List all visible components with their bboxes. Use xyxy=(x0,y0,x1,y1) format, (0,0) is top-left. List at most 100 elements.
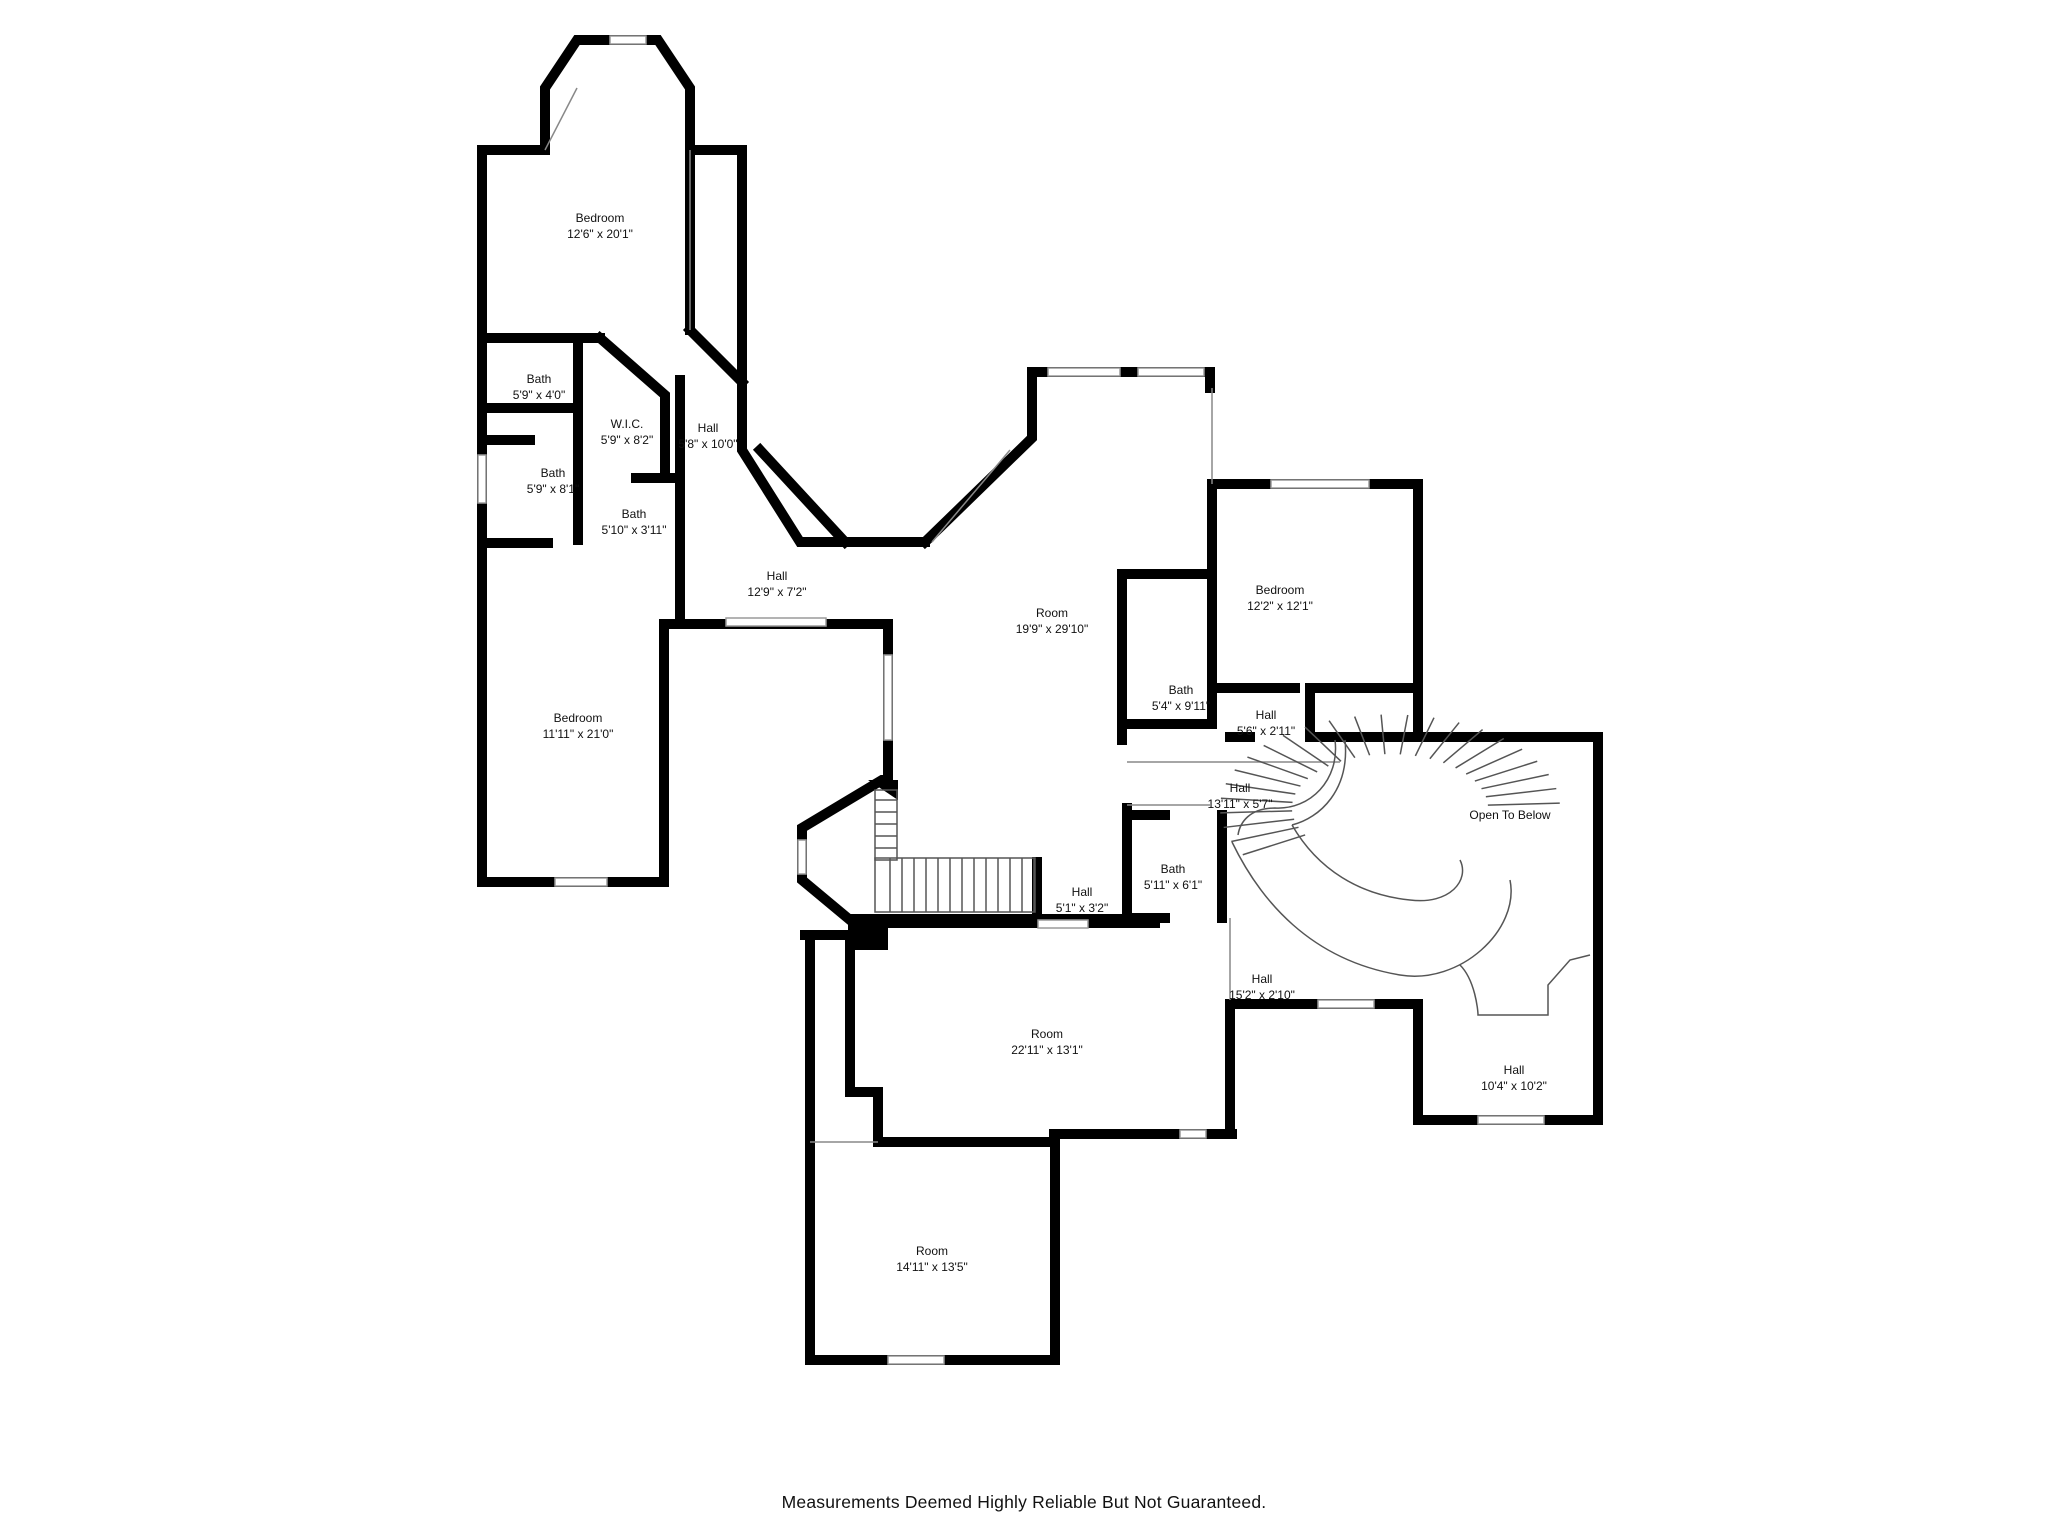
stair-tread xyxy=(1474,760,1538,782)
stair-tread xyxy=(1399,714,1409,755)
window xyxy=(1037,919,1089,929)
room-size: 14'11" x 13'5" xyxy=(896,1260,968,1274)
room-name: Room xyxy=(1031,1027,1063,1041)
stair-tread xyxy=(1481,773,1549,790)
wall-room-s xyxy=(845,930,1059,1147)
stair-tread xyxy=(1220,810,1293,814)
room-label-wic: W.I.C. 5'9" x 8'2" xyxy=(601,417,653,447)
room-label-room-sw: Room 14'11" x 13'5" xyxy=(896,1244,968,1274)
room-label-hall-3: Hall 5'6" x 2'11" xyxy=(1237,708,1295,738)
room-label-bedroom-w: Bedroom 11'11" x 21'0" xyxy=(543,711,614,741)
disclaimer-text: Measurements Deemed Highly Reliable But … xyxy=(782,1492,1267,1512)
room-name: Bath xyxy=(622,507,647,521)
room-size: 5'4" x 9'11" xyxy=(1152,699,1210,713)
wall-diag-thick xyxy=(752,442,853,550)
room-size: 5'9" x 8'1" xyxy=(527,482,579,496)
room-size: 5'11" x 6'1" xyxy=(1144,878,1202,892)
room-name: Hall xyxy=(1256,708,1277,722)
stair-tread xyxy=(1380,714,1386,755)
window xyxy=(797,839,807,875)
stair-tread xyxy=(1304,726,1342,762)
stair-tread xyxy=(1414,717,1435,757)
window xyxy=(1477,1115,1545,1125)
stair-tread xyxy=(1234,769,1301,787)
window xyxy=(887,1355,945,1365)
room-size: 15'2" x 2'10" xyxy=(1229,988,1295,1002)
stair-tread xyxy=(1247,756,1309,780)
room-name: Bedroom xyxy=(554,711,603,725)
room-name: Hall xyxy=(1072,885,1093,899)
window xyxy=(477,454,487,504)
room-label-bedroom-e: Bedroom 12'2" x 12'1" xyxy=(1247,583,1313,613)
window xyxy=(1317,999,1375,1009)
room-label-room-main: Room 19'9" x 29'10" xyxy=(1016,606,1089,636)
room-size: 13'11" x 5'7" xyxy=(1208,797,1273,811)
stair-tread xyxy=(1231,826,1299,843)
room-name: Bath xyxy=(1169,683,1194,697)
room-name: Bath xyxy=(1161,862,1186,876)
room-size: 11'11" x 21'0" xyxy=(543,727,614,741)
room-size: 10'4" x 10'2" xyxy=(1481,1079,1547,1093)
wall-bedroom-nw xyxy=(540,35,747,397)
room-label-hall-7: Hall 10'4" x 10'2" xyxy=(1481,1063,1547,1093)
openings xyxy=(544,87,1340,1143)
stair-tread xyxy=(1485,787,1557,798)
room-label-bath-3: Bath 5'10" x 3'11" xyxy=(602,507,667,537)
room-name: Hall xyxy=(767,569,788,583)
room-name: W.I.C. xyxy=(611,417,644,431)
room-name: Room xyxy=(1036,606,1068,620)
wall-hall1-east xyxy=(737,387,930,547)
room-label-open-below: Open To Below xyxy=(1469,808,1550,822)
wall-bedroom-e xyxy=(1117,479,1217,729)
wall-bath5 xyxy=(1122,803,1170,923)
stair-tread xyxy=(1353,716,1371,756)
stair-tread xyxy=(1328,720,1356,759)
window xyxy=(609,35,647,45)
stair-tread xyxy=(1242,834,1306,856)
stair-tread xyxy=(1429,722,1460,760)
room-size: 5'9" x 8'2" xyxy=(601,433,653,447)
room-size: 5'10" x 3'11" xyxy=(602,523,667,537)
room-name: Room xyxy=(916,1244,948,1258)
stair-tread xyxy=(1282,734,1329,767)
room-name: Hall xyxy=(1504,1063,1525,1077)
window xyxy=(1047,367,1121,377)
walls xyxy=(477,35,1603,1365)
window xyxy=(1179,1129,1207,1139)
stair-tread xyxy=(1455,737,1505,769)
wall-main-room xyxy=(917,367,1215,550)
window xyxy=(1270,479,1370,489)
room-size: 5'6" x 2'11" xyxy=(1237,724,1295,738)
stair-tread xyxy=(1223,818,1295,829)
room-name: Bedroom xyxy=(1256,583,1305,597)
room-size: 5'9" x 4'0" xyxy=(513,388,565,402)
room-size: 19'9" x 29'10" xyxy=(1016,622,1089,636)
window xyxy=(883,654,893,741)
room-name: Hall xyxy=(1252,972,1273,986)
room-name: Bath xyxy=(541,466,566,480)
wall-diag-hall xyxy=(682,322,750,390)
room-label-bath-2: Bath 5'9" x 8'1" xyxy=(527,466,579,496)
stair-tread xyxy=(1220,797,1293,804)
stair-tread xyxy=(1487,802,1560,806)
room-label-hall-2: Hall 12'9" x 7'2" xyxy=(747,569,806,599)
wall-wic-diag xyxy=(592,330,670,483)
room-size: 5'8" x 10'0" xyxy=(678,437,737,451)
window xyxy=(1137,367,1205,377)
room-name: Open To Below xyxy=(1469,808,1550,822)
stair-tread xyxy=(1442,729,1484,764)
stairs xyxy=(874,714,1591,1016)
room-name: Bedroom xyxy=(576,211,625,225)
window xyxy=(554,877,608,887)
room-size: 12'9" x 7'2" xyxy=(747,585,806,599)
room-size: 12'2" x 12'1" xyxy=(1247,599,1313,613)
stair-tread xyxy=(1263,744,1318,773)
